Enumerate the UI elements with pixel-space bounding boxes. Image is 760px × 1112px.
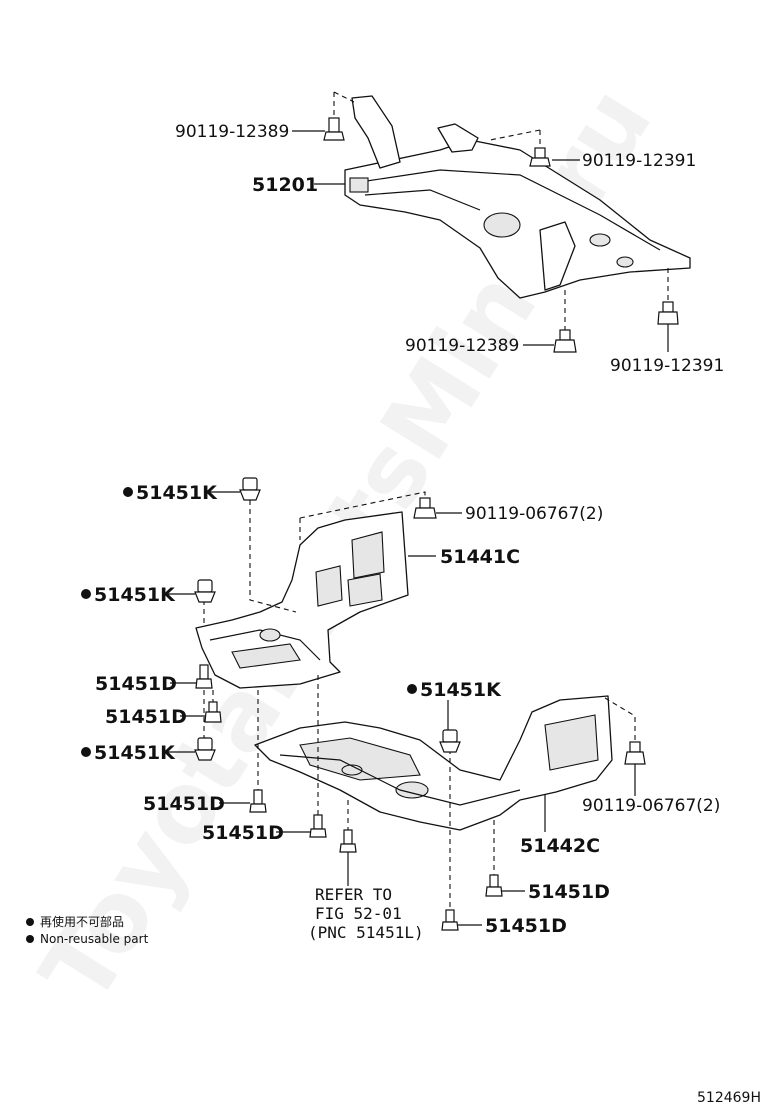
label-screw-51451D-6: 51451D [485,915,567,937]
screw-51451D-6 [441,909,459,931]
screw-51451D-5 [485,874,503,897]
label-text-clip-51451K-mid: 51451K [420,679,502,701]
refer-line-1: REFER TO [315,885,392,904]
screw-51451D-3 [249,789,267,813]
screw-51451D-2 [204,701,222,723]
cover-51442C [254,695,613,831]
label-screw-51451D-1: 51451D [95,673,177,695]
bolt-90119-12391-lower [657,268,679,325]
clip-51451K-2 [194,579,216,603]
label-screw-51451D-4: 51451D [202,822,284,844]
refer-line-2: FIG 52-01 [315,904,402,923]
label-bolt-90119-12389-upper: 90119-12389 [175,122,289,142]
label-bolt-90119-12389-lower: 90119-12389 [405,336,519,356]
leaders-bottom [168,491,636,926]
legend: 再使用不可部品 Non-reusable part [26,914,149,946]
bolt-90119-12389-upper [323,91,355,141]
figure-id: 512469H [697,1090,760,1106]
label-screw-51451D-2: 51451D [105,706,187,728]
clip-51451K-3 [194,737,216,761]
legend-en: Non-reusable part [40,932,149,946]
label-crossmember: 51201 [252,174,318,196]
screw-51451D-1 [195,664,213,689]
label-clip-51451K-2: 51451K [81,584,176,606]
clip-51451K-top [239,477,261,501]
label-text-clip-51451K-top: 51451K [136,482,218,504]
crossmember-51201 [344,95,691,299]
label-text-clip-51451K-2: 51451K [94,584,176,606]
clip-51451K-mid [439,729,461,753]
label-bolt-90119-06767-top: 90119-06767(2) [465,504,603,524]
label-text-clip-51451K-3: 51451K [94,742,176,764]
screw-refer [339,829,357,853]
label-clip-51451K-mid: 51451K [407,679,502,701]
bolt-90119-06767-right [624,741,646,765]
bolt-90119-12389-lower [553,290,577,353]
label-bolt-90119-12391-upper: 90119-12391 [582,151,696,171]
label-clip-51451K-top: 51451K [123,482,218,504]
label-bolt-90119-06767-right: 90119-06767(2) [582,796,720,816]
label-screw-51451D-5: 51451D [528,881,610,903]
label-clip-51451K-3: 51451K [81,742,176,764]
legend-jp: 再使用不可部品 [40,914,124,929]
refer-note: REFER TO FIG 52-01 (PNC 51451L) [308,885,424,942]
label-screw-51451D-3: 51451D [143,793,225,815]
label-bolt-90119-12391-lower: 90119-12391 [610,356,724,376]
cover-51441C [195,511,409,689]
screw-51451D-4 [309,814,327,838]
label-cover-51442C: 51442C [520,835,600,857]
label-cover-51441C: 51441C [440,546,520,568]
refer-line-3: (PNC 51451L) [308,923,424,942]
bolt-90119-12391-upper [489,129,551,167]
leaders-top [292,130,669,352]
bolt-90119-06767-top [413,497,437,519]
